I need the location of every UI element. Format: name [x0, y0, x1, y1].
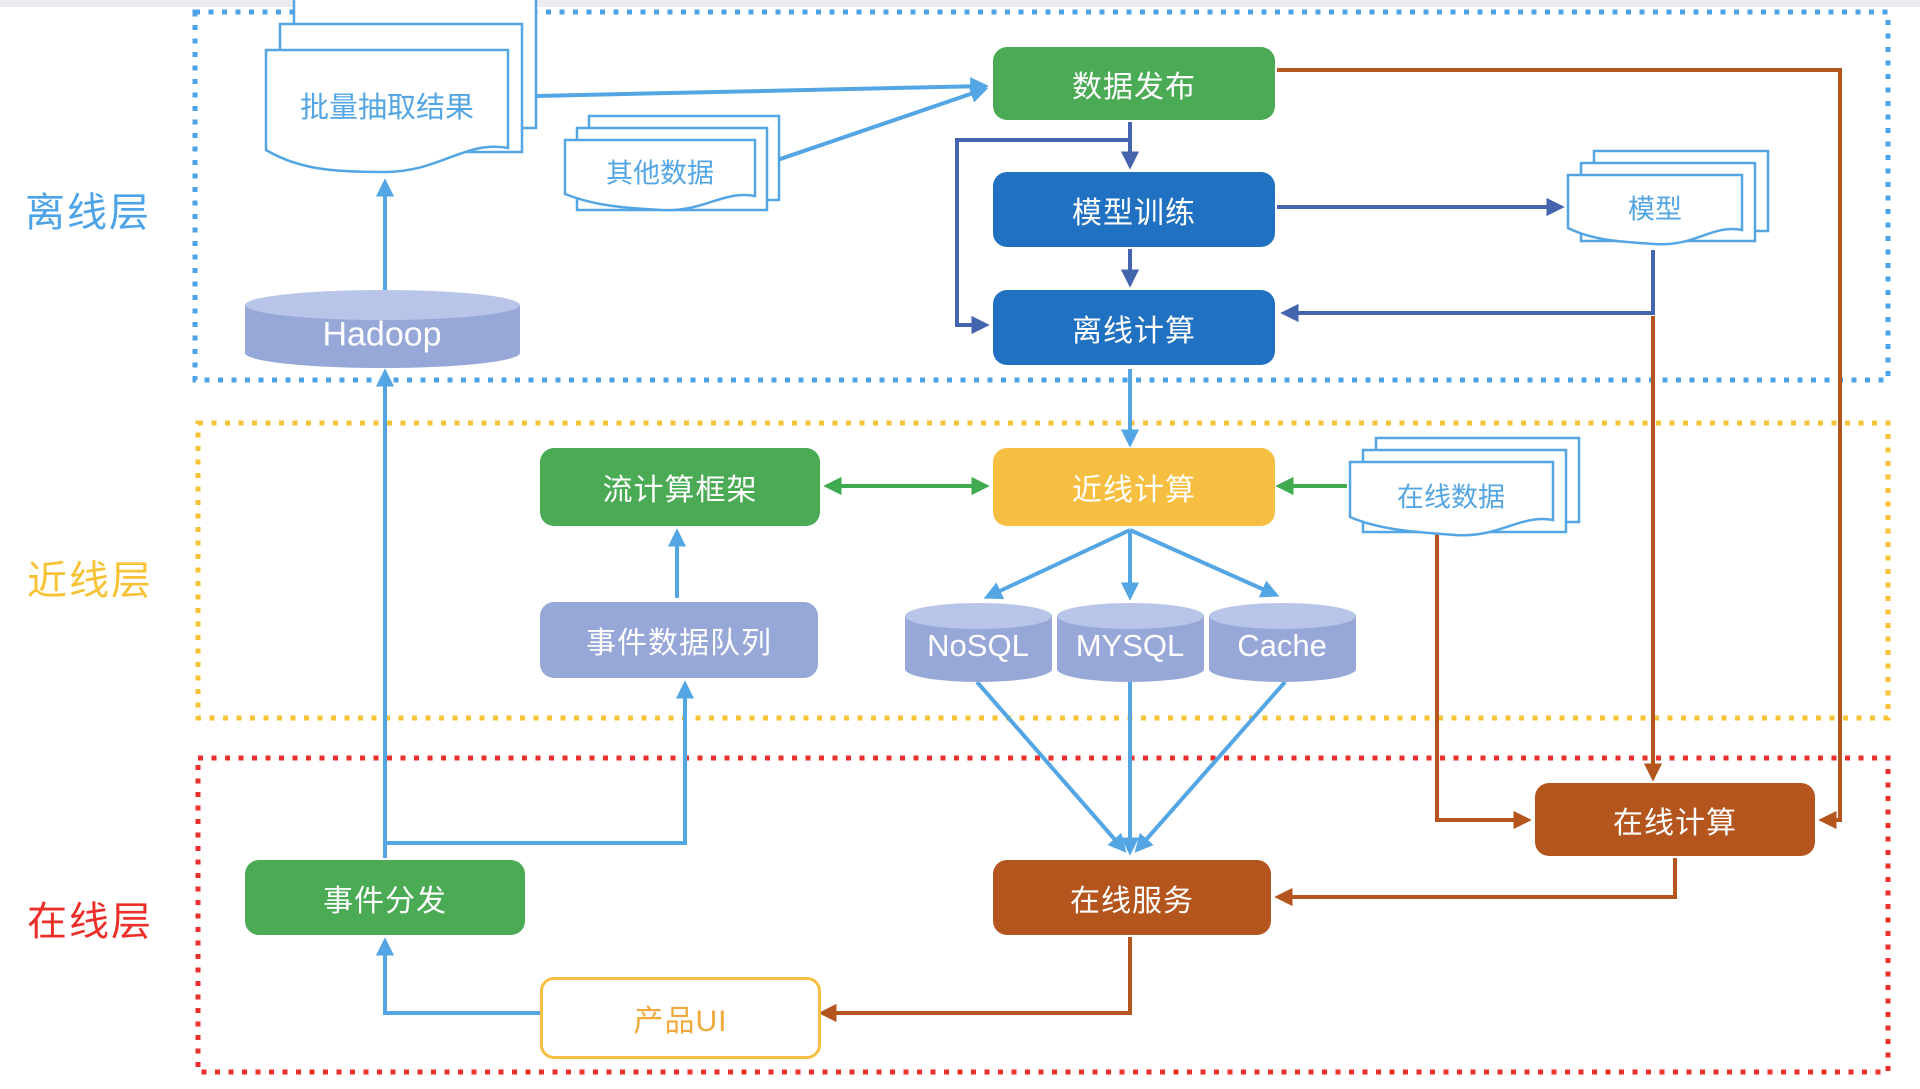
arrow-nearline-to-nosql — [983, 528, 1131, 600]
arrow-nosql-to-service — [975, 680, 1127, 853]
brown-arrows — [818, 68, 1842, 1023]
doc-batch-results-label: 批量抽取结果 — [299, 92, 475, 124]
arrow-otherdata-to-publish — [756, 85, 989, 169]
node-data-publish: 数据发布 — [993, 47, 1275, 120]
cache-label: Cache — [1237, 628, 1327, 663]
arrow-nearline-to-cache — [1129, 528, 1280, 598]
doc-online-data-label: 在线数据 — [1397, 482, 1505, 513]
arrow-batch-to-publish — [535, 77, 989, 98]
online-layer-label: 在线层 — [27, 900, 153, 944]
arrow-cache-to-service — [1134, 680, 1287, 853]
doc-model — [1566, 149, 1770, 246]
node-nearline-compute: 近线计算 — [993, 448, 1275, 526]
doc-online-data — [1348, 436, 1581, 537]
arrow-service-to-ui — [818, 937, 1132, 1023]
node-online-compute: 在线计算 — [1535, 783, 1815, 856]
node-offline-compute: 离线计算 — [993, 290, 1275, 365]
mysql-label: MYSQL — [1075, 628, 1185, 663]
doc-front-page — [1348, 460, 1555, 537]
nearline-layer-label: 近线层 — [27, 559, 153, 603]
node-event-queue: 事件数据队列 — [540, 602, 818, 678]
node-online-service: 在线服务 — [993, 860, 1271, 935]
offline-layer-label: 离线层 — [25, 191, 151, 235]
offline-layer-border — [192, 9, 1891, 383]
doc-front-page — [264, 48, 510, 174]
dark-blue-arrows — [955, 122, 1655, 335]
hadoop-cylinder — [245, 290, 520, 369]
nosql-cylinder — [905, 603, 1052, 682]
doc-front-page — [1566, 173, 1744, 246]
arrow-publish-to-offcompute — [955, 138, 1130, 335]
window-top-strip — [0, 0, 1920, 7]
doc-other-data-label: 其他数据 — [606, 158, 714, 189]
doc-batch-results — [264, 0, 538, 174]
cache-cylinder — [1209, 603, 1356, 682]
nosql-label: NoSQL — [927, 628, 1029, 663]
arrow-oncompute-to-service — [1274, 858, 1677, 907]
hadoop-label: Hadoop — [322, 315, 442, 354]
arrow-publish-to-oncompute — [1277, 68, 1842, 830]
arrow-onlinedata-to-oncompute — [1435, 533, 1532, 830]
node-event-dispatch: 事件分发 — [245, 860, 525, 935]
node-model-training: 模型训练 — [993, 172, 1275, 247]
doc-other-data — [563, 114, 781, 212]
arrow-ui-to-dispatch — [375, 937, 540, 1015]
mysql-cylinder — [1057, 603, 1204, 682]
nearline-layer-border — [195, 420, 1891, 721]
light-blue-arrows — [375, 77, 1287, 1015]
doc-model-label: 模型 — [1628, 194, 1682, 225]
doc-front-page — [563, 138, 757, 212]
online-layer-border — [195, 755, 1891, 1075]
node-product-ui: 产品UI — [540, 977, 821, 1059]
arrow-model-to-offcompute — [1280, 250, 1655, 323]
arrow-dispatch-to-queue — [385, 680, 695, 845]
node-stream-framework: 流计算框架 — [540, 448, 820, 526]
